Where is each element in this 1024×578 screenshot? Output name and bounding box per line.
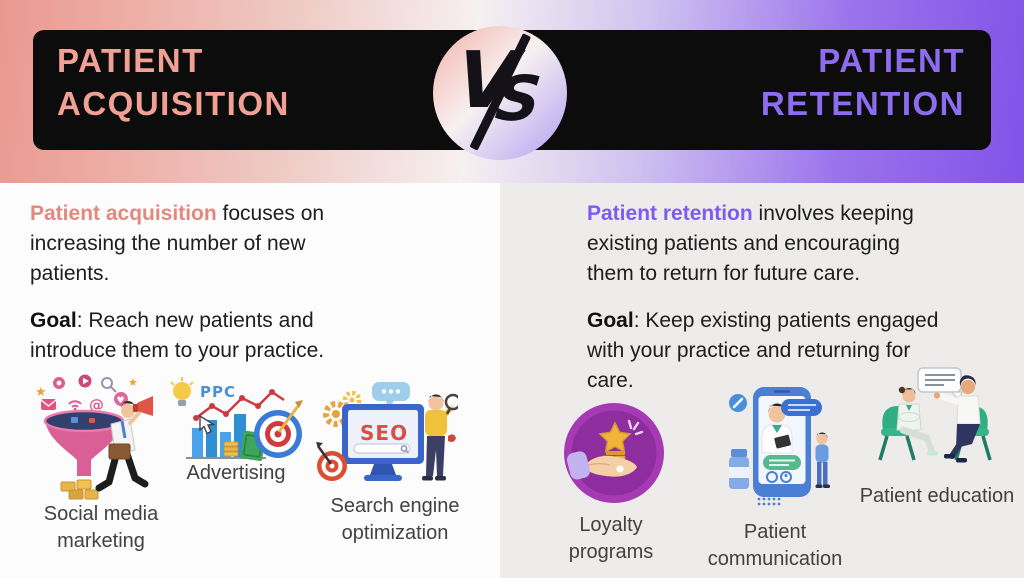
doctor-patient-conversation-illustration xyxy=(878,367,992,463)
acquisition-goal: Goal: Reach new patients and introduce t… xyxy=(30,306,360,366)
acquisition-intro-text: focuses on increasing the number of new … xyxy=(30,202,325,285)
svg-text:@: @ xyxy=(89,396,104,414)
retention-goal: Goal: Keep existing patients engaged wit… xyxy=(587,306,949,396)
vs-badge: V S xyxy=(433,26,567,160)
doctor-phone-chat-illustration xyxy=(729,387,830,506)
social-media-marketing-label: Social media marketing xyxy=(43,503,159,552)
loyalty-programs-label: Loyalty programs xyxy=(568,514,654,563)
seo-monitor-icon: SEO xyxy=(342,404,424,481)
target-dart-icon xyxy=(254,400,303,458)
seated-patient xyxy=(933,375,981,463)
loyalty-reward-hand-illustration xyxy=(564,403,664,503)
analyst-with-magnifier xyxy=(422,393,458,481)
svg-text:★: ★ xyxy=(35,385,47,400)
acquisition-intro: Patient acquisition focuses on increasin… xyxy=(30,199,360,289)
seo-label: SEO xyxy=(360,421,408,445)
pill-bottle-icon xyxy=(729,449,749,489)
seo-label-caption: Search engine optimization xyxy=(330,495,460,544)
ppc-advertising-illustration: PPC xyxy=(170,377,303,461)
cursor-icon xyxy=(199,414,216,435)
social-icons-cluster: ★ @ ♥ ★ xyxy=(35,374,138,414)
pencil-badge-icon xyxy=(729,394,747,412)
seo-monitor-illustration: SEO xyxy=(316,382,458,481)
seated-doctor xyxy=(896,386,938,456)
patient-education-label: Patient education xyxy=(859,485,1015,507)
svg-text:★: ★ xyxy=(128,376,138,389)
social-media-marketing-funnel-illustration: ★ @ ♥ ★ xyxy=(35,374,153,500)
patient-communication-label: Patient communication xyxy=(707,521,843,570)
open-hand-icon xyxy=(566,451,637,480)
retention-title: PATIENT RETENTION xyxy=(760,42,965,122)
retention-intro-text: involves keeping existing patients and e… xyxy=(587,202,914,285)
retention-goal-text: : Keep existing patients engaged with yo… xyxy=(587,309,939,392)
acquisition-highlight: Patient acquisition xyxy=(30,202,217,225)
doctor-on-screen xyxy=(761,403,793,454)
acquisition-title: PATIENT ACQUISITION xyxy=(57,42,290,122)
standing-patient xyxy=(815,432,830,488)
lightbulb-icon xyxy=(170,377,194,406)
goal-label: Goal xyxy=(30,309,77,332)
advertising-label: Advertising xyxy=(186,462,286,484)
retention-intro: Patient retention involves keeping exist… xyxy=(587,199,949,289)
line-chart-icon xyxy=(193,389,285,421)
coins-icon xyxy=(60,479,99,500)
target-arrow-icon xyxy=(316,442,347,481)
ppc-label: PPC xyxy=(200,383,236,401)
marketer-with-megaphone xyxy=(95,396,153,492)
speech-bubble-icon xyxy=(917,367,963,403)
svg-text:♥: ♥ xyxy=(117,396,125,406)
goal-label: Goal xyxy=(587,309,634,332)
chat-bubbles xyxy=(763,399,822,483)
dots-grid xyxy=(757,497,781,506)
acquisition-goal-text: : Reach new patients and introduce them … xyxy=(30,309,325,362)
marketing-funnel-icon xyxy=(43,409,125,476)
sparkle-icon xyxy=(627,419,644,436)
retention-highlight: Patient retention xyxy=(587,202,753,225)
vs-letter-s: S xyxy=(492,62,545,135)
